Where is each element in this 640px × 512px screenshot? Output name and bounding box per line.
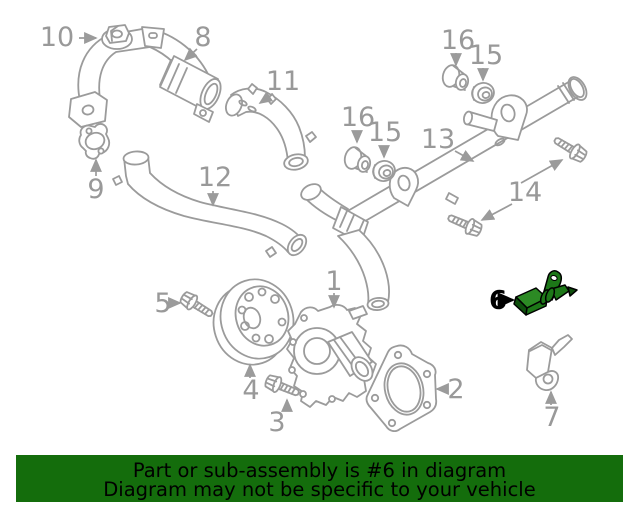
hose-11 bbox=[225, 83, 317, 171]
bracket-7 bbox=[526, 334, 573, 392]
note-banner-background bbox=[16, 455, 623, 502]
note-banner-line2: Diagram may not be specific to your vehi… bbox=[103, 478, 535, 501]
part-label-15-top: 15 bbox=[469, 40, 503, 71]
hose-12 bbox=[112, 150, 308, 258]
part-label-8: 8 bbox=[194, 22, 211, 53]
part-label-16-left: 16 bbox=[341, 102, 375, 133]
pulley-4 bbox=[212, 278, 295, 366]
part-label-7: 7 bbox=[543, 402, 560, 433]
part-label-4: 4 bbox=[242, 375, 259, 406]
part-label-10: 10 bbox=[40, 22, 74, 53]
part-label-1: 1 bbox=[325, 266, 342, 297]
arrow-11 bbox=[258, 91, 274, 104]
part-label-5: 5 bbox=[154, 288, 171, 319]
bolt-5 bbox=[177, 288, 217, 323]
part-label-11: 11 bbox=[266, 66, 300, 97]
bolt-14b bbox=[444, 209, 485, 240]
callout-arrows bbox=[79, 32, 564, 412]
arrow-14b bbox=[480, 203, 513, 221]
grommet-15-left bbox=[372, 160, 396, 182]
part-label-2: 2 bbox=[447, 374, 464, 405]
arrow-13 bbox=[454, 150, 475, 162]
part-label-13: 13 bbox=[421, 124, 455, 155]
note-banner-line1: Part or sub-assembly is #6 in diagram bbox=[133, 459, 506, 482]
sensor-6-highlighted bbox=[513, 270, 578, 316]
water-pump-1 bbox=[286, 303, 377, 408]
note-banner: Part or sub-assembly is #6 in diagram Di… bbox=[16, 455, 623, 502]
part-label-3: 3 bbox=[268, 407, 285, 438]
insulator-16-top bbox=[441, 64, 470, 91]
arrow-14a bbox=[520, 159, 564, 184]
part-label-12: 12 bbox=[198, 162, 232, 193]
bolt-14a bbox=[550, 131, 590, 166]
part-label-6-highlighted: 6 bbox=[489, 286, 507, 316]
grommet-15-top bbox=[471, 82, 495, 104]
gasket-2 bbox=[365, 344, 438, 433]
part-label-9: 9 bbox=[87, 174, 104, 205]
flange-nut-10 bbox=[101, 24, 133, 50]
insulator-16-left bbox=[343, 146, 372, 173]
part-label-14: 14 bbox=[508, 177, 542, 208]
part-label-15-left: 15 bbox=[368, 117, 402, 148]
part-label-16-top: 16 bbox=[441, 25, 475, 56]
part-labels: 10 8 11 9 12 16 15 16 15 13 14 5 4 3 1 2… bbox=[40, 22, 561, 438]
gasket-9 bbox=[78, 123, 111, 160]
arrow-8 bbox=[183, 47, 198, 62]
line-art bbox=[68, 24, 590, 433]
